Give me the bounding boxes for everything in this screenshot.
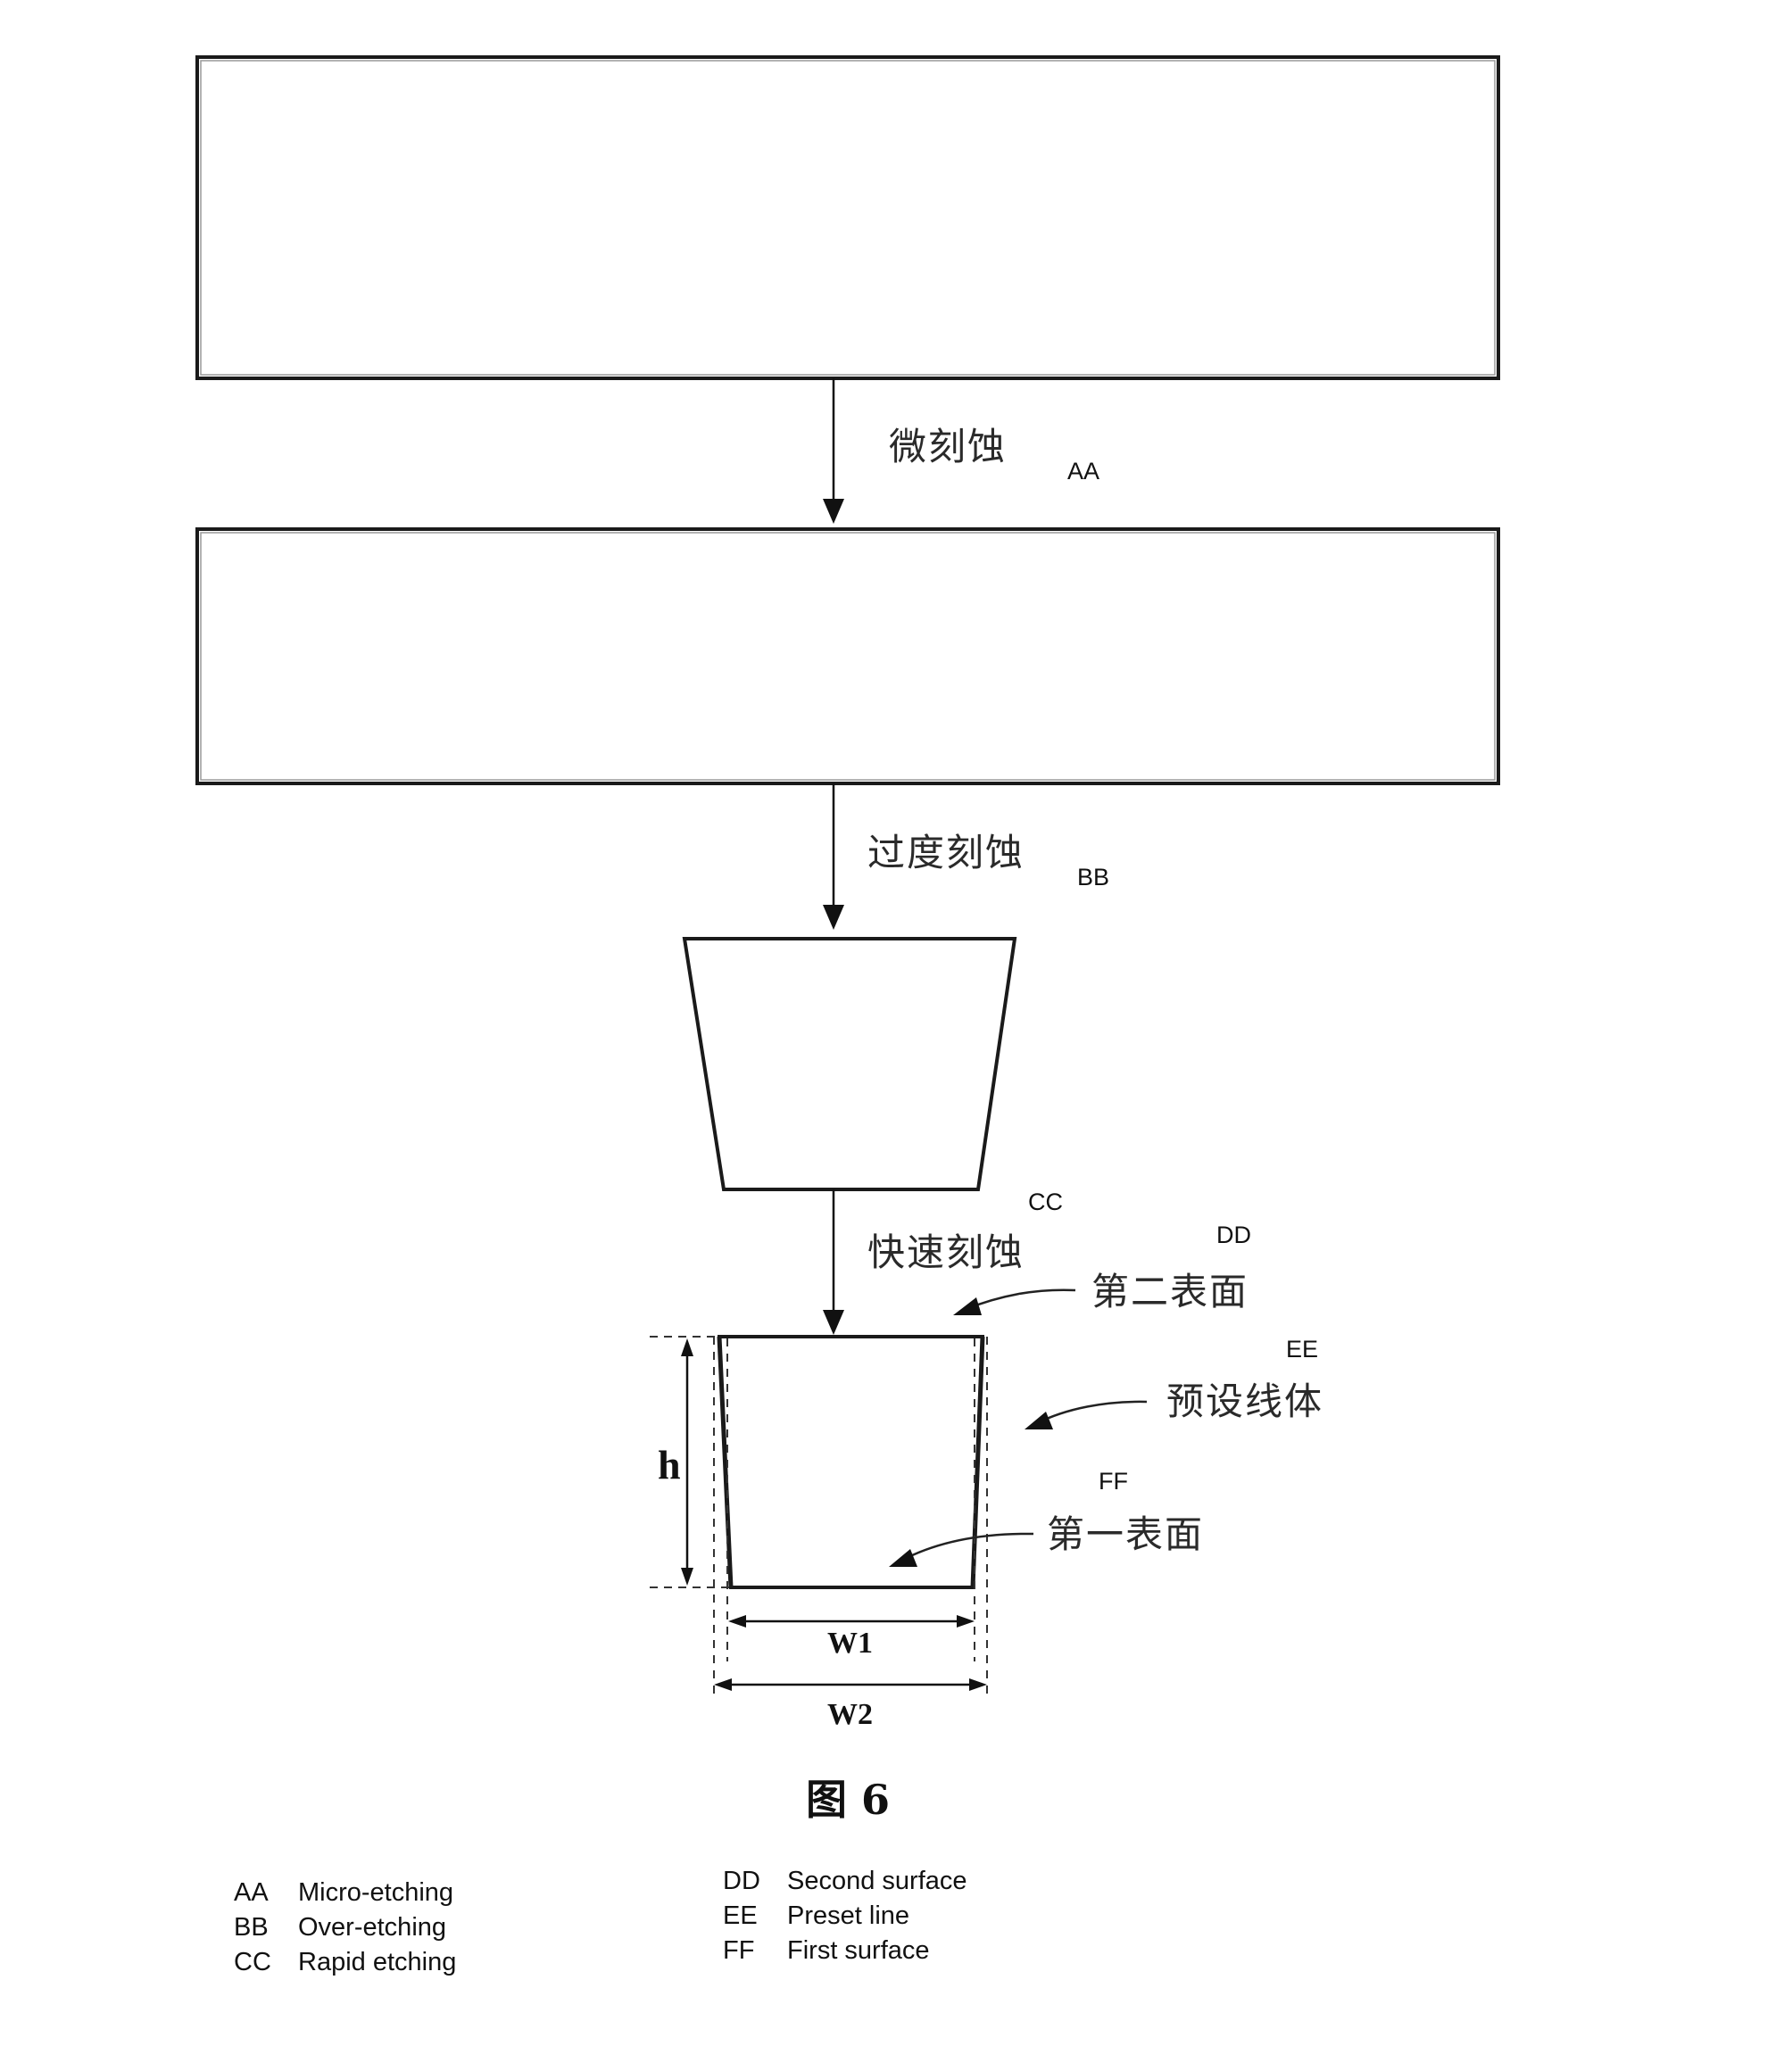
legend-key: DD bbox=[723, 1867, 760, 1895]
legend-row-ee: EE Preset line bbox=[723, 1899, 967, 1934]
step-3-code: CC bbox=[1028, 1189, 1063, 1215]
legend-text: Over-etching bbox=[298, 1913, 447, 1942]
second-surface-label: 第二表面 bbox=[1091, 1270, 1249, 1313]
process-box-1 bbox=[195, 55, 1500, 380]
legend-row-ff: FF First surface bbox=[723, 1934, 967, 1968]
legend-text: Rapid etching bbox=[298, 1948, 457, 1976]
legend-right: DD Second surface EE Preset line FF Firs… bbox=[723, 1864, 967, 1968]
first-surface-code: FF bbox=[1099, 1468, 1128, 1495]
step-1-label: 微刻蚀 bbox=[889, 425, 1007, 468]
second-surface-leader-arrow bbox=[953, 1297, 982, 1315]
second-surface-leader bbox=[963, 1288, 1076, 1312]
arrow-head-step-1 bbox=[823, 499, 844, 524]
legend-key: AA bbox=[234, 1878, 269, 1907]
step-2-label: 过度刻蚀 bbox=[867, 831, 1025, 874]
w2-label: W2 bbox=[827, 1698, 873, 1731]
w2-arrow-right bbox=[969, 1678, 987, 1691]
legend-text: Micro-etching bbox=[298, 1878, 454, 1907]
height-arrow-top bbox=[681, 1338, 693, 1356]
legend-key: BB bbox=[234, 1913, 269, 1942]
w1-arrow-right bbox=[957, 1615, 975, 1628]
preset-line-label: 预设线体 bbox=[1166, 1379, 1323, 1423]
first-surface-leader-arrow bbox=[889, 1549, 917, 1567]
step-2-code: BB bbox=[1077, 864, 1109, 891]
step-3-label: 快速刻蚀 bbox=[867, 1230, 1025, 1274]
preset-line-code: EE bbox=[1286, 1336, 1318, 1363]
height-label: h bbox=[658, 1442, 681, 1487]
first-surface-label: 第一表面 bbox=[1047, 1512, 1204, 1556]
w1-arrow-left bbox=[728, 1615, 746, 1628]
legend-text: Preset line bbox=[787, 1901, 910, 1930]
figure-label: 图 6 bbox=[806, 1776, 890, 1824]
legend-text: Second surface bbox=[787, 1867, 967, 1895]
process-box-2 bbox=[195, 527, 1500, 785]
legend-key: EE bbox=[723, 1901, 758, 1930]
right-sidewall bbox=[970, 1336, 985, 1588]
legend-row-bb: BB Over-etching bbox=[234, 1910, 456, 1945]
legend-row-cc: CC Rapid etching bbox=[234, 1945, 456, 1980]
legend-key: CC bbox=[234, 1948, 271, 1976]
preset-line-leader bbox=[1034, 1400, 1148, 1426]
preset-line-leader-arrow bbox=[1025, 1412, 1053, 1429]
height-arrow-bottom bbox=[681, 1568, 693, 1586]
left-sidewall bbox=[717, 1336, 734, 1588]
w1-label: W1 bbox=[827, 1627, 873, 1660]
arrow-head-step-3 bbox=[823, 1310, 844, 1335]
legend-text: First surface bbox=[787, 1936, 930, 1965]
second-surface-code: DD bbox=[1216, 1222, 1251, 1248]
legend-left: AA Micro-etching BB Over-etching CC Rapi… bbox=[234, 1876, 456, 1980]
legend-row-aa: AA Micro-etching bbox=[234, 1876, 456, 1910]
arrow-head-step-2 bbox=[823, 905, 844, 930]
legend-key: FF bbox=[723, 1936, 755, 1965]
step-1-code: AA bbox=[1067, 458, 1099, 485]
legend-row-dd: DD Second surface bbox=[723, 1864, 967, 1899]
w2-arrow-left bbox=[714, 1678, 732, 1691]
preset-line-profile bbox=[718, 1337, 984, 1587]
over-etched-profile bbox=[682, 937, 1017, 1191]
